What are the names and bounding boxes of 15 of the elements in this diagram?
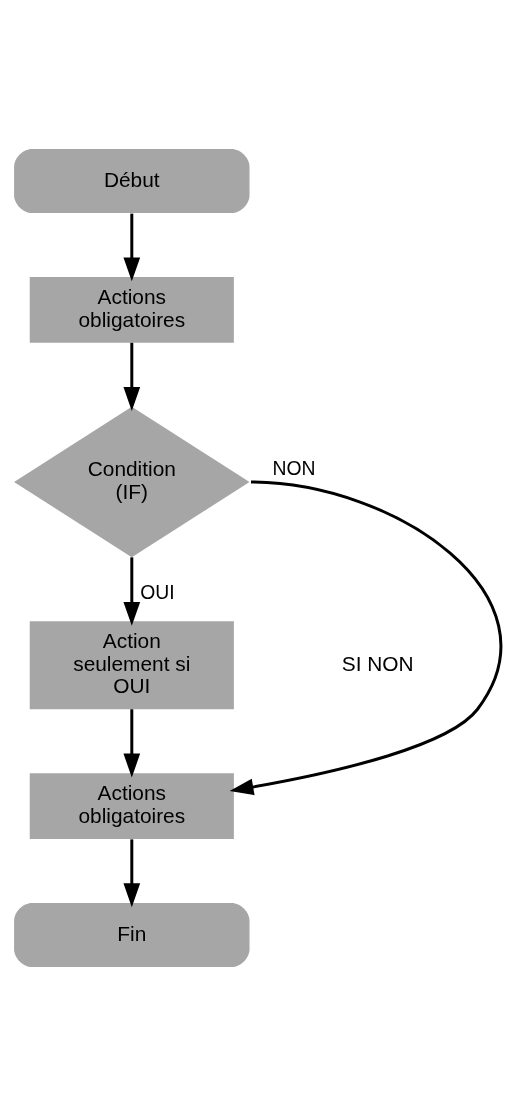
arrow (123, 557, 141, 626)
arrow (123, 213, 141, 282)
edge-label: NON (272, 457, 316, 480)
node-box: Fin (14, 902, 250, 968)
edge-label: OUI (140, 581, 175, 604)
arrow (123, 709, 141, 778)
node-box: Actions obligatoires (29, 277, 234, 343)
arrow (123, 342, 141, 411)
arrow (123, 839, 141, 908)
node-diamond: Condition (IF) (14, 406, 250, 558)
label: SI NON (341, 651, 414, 675)
node-box: Actions obligatoires (29, 773, 234, 839)
arrow (229, 480, 502, 796)
node-box: Début (14, 148, 250, 214)
node-box: Action seulement si OUI (29, 621, 234, 710)
